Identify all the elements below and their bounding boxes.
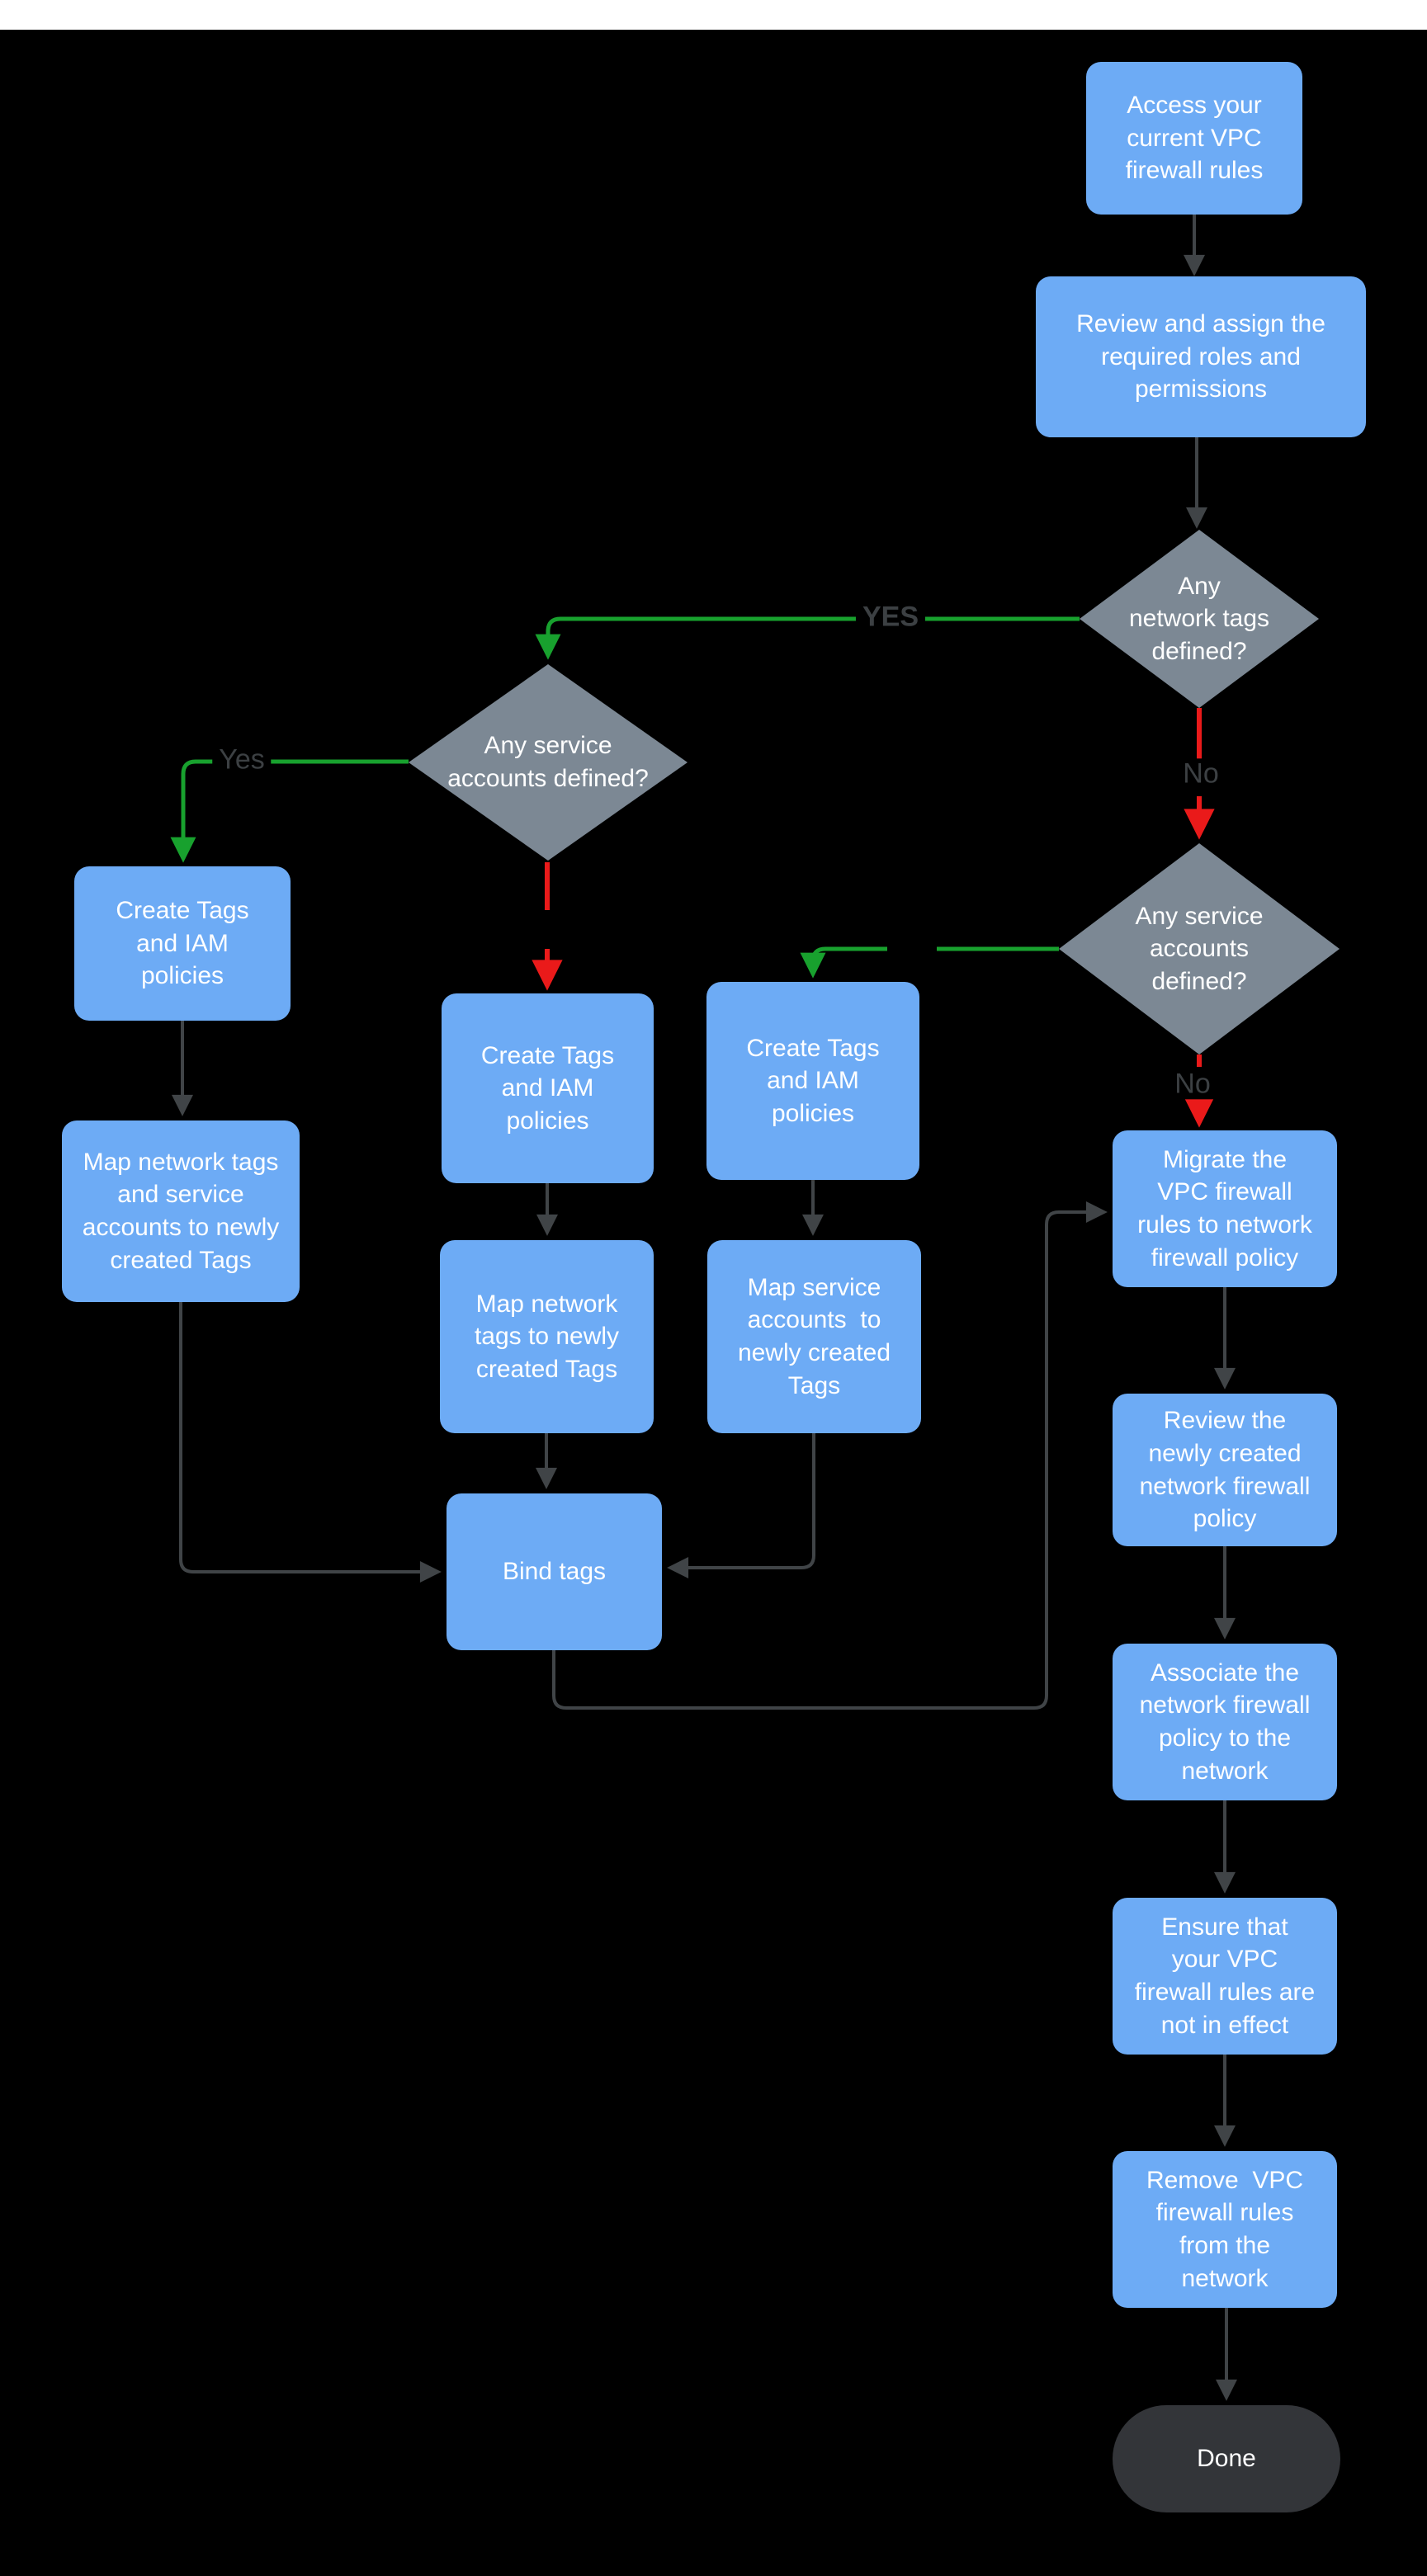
- node-review-assign-roles: Review and assign the required roles and…: [1036, 276, 1366, 437]
- edge-yes-network-tags-b: [535, 616, 860, 660]
- node-ensure-vpc-rules-not-in-effect: Ensure that your VPC firewall rules are …: [1113, 1898, 1337, 2055]
- edge-yes-service-accounts-right-b: [800, 946, 887, 979]
- node-map-service-accounts: Map service accounts to newly created Ta…: [707, 1240, 921, 1433]
- node-done-terminal: Done: [1113, 2405, 1340, 2512]
- node-map-network-tags: Map network tags to newly created Tags: [440, 1240, 654, 1433]
- edge-label-yes-network-tags: YES: [855, 601, 926, 633]
- edge-map-svc-bind: [667, 1433, 815, 1578]
- node-remove-vpc-firewall-rules: Remove VPC firewall rules from the netwo…: [1113, 2151, 1337, 2308]
- node-create-tags-iam-mid: Create Tags and IAM policies: [442, 993, 654, 1183]
- top-white-strip: [0, 0, 1427, 30]
- node-create-tags-iam-left: Create Tags and IAM policies: [74, 866, 291, 1021]
- edge-map-both-bind: [179, 1302, 442, 1583]
- node-map-network-tags-and-service-accounts: Map network tags and service accounts to…: [62, 1121, 300, 1302]
- edge-bind-migrate: [552, 1201, 1108, 1710]
- edge-yes-service-accounts-b: [170, 759, 216, 863]
- node-access-vpc-firewall-rules: Access your current VPC firewall rules: [1086, 62, 1302, 215]
- node-bind-tags: Bind tags: [447, 1493, 662, 1650]
- edge-label-yes-service-accounts: Yes: [212, 743, 272, 776]
- node-associate-network-firewall-policy: Associate the network firewall policy to…: [1113, 1644, 1337, 1800]
- node-review-network-firewall-policy: Review the newly created network firewal…: [1113, 1394, 1337, 1546]
- edge-label-no-network-tags: No: [1176, 757, 1226, 790]
- node-migrate-vpc-firewall-rules: Migrate the VPC firewall rules to networ…: [1113, 1130, 1337, 1287]
- edge-label-no-service-accounts: No: [1168, 1068, 1217, 1100]
- node-create-tags-iam-right: Create Tags and IAM policies: [706, 982, 919, 1180]
